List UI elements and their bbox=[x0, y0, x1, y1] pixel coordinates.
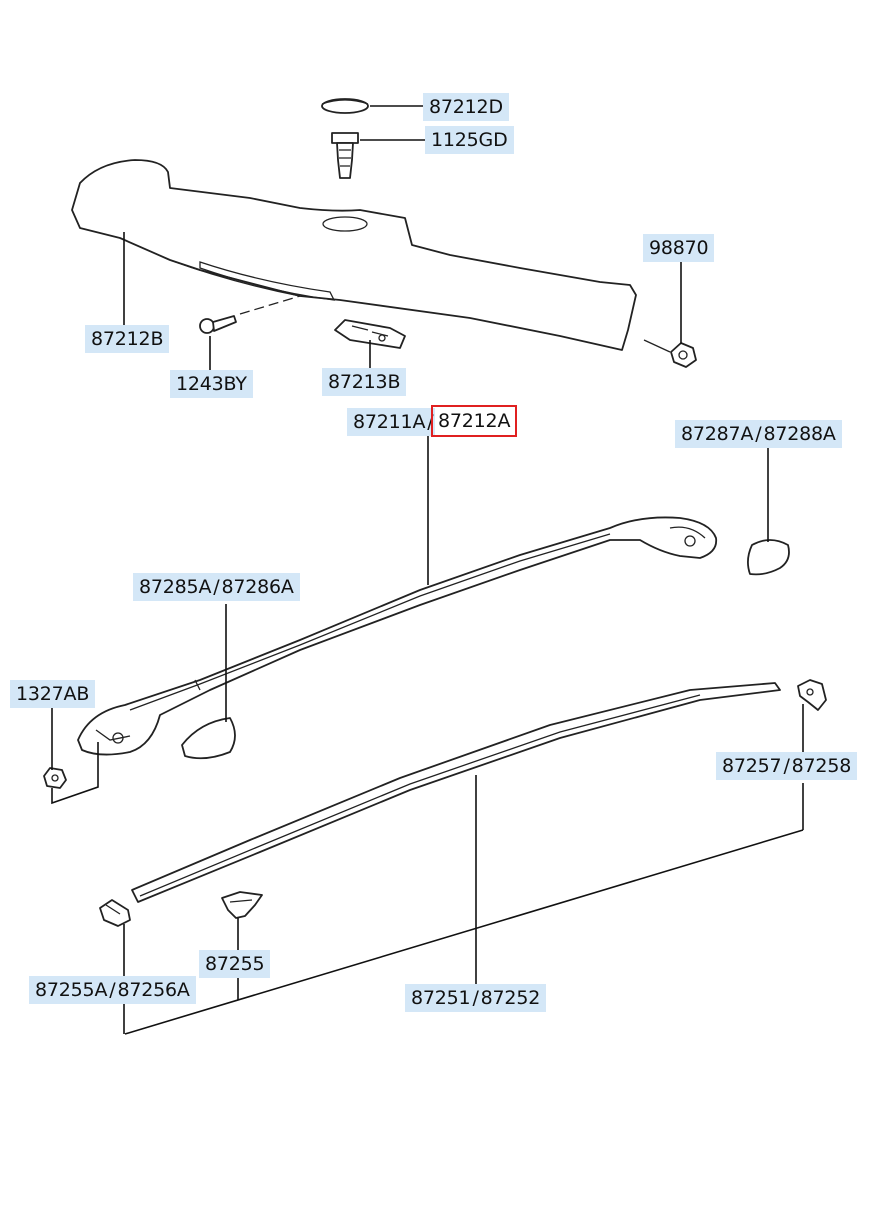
label-separator: / bbox=[109, 979, 116, 1001]
label-separator: / bbox=[427, 411, 434, 433]
label-87252: 87252 bbox=[480, 987, 541, 1009]
label-separator: / bbox=[472, 987, 479, 1009]
label-87255A: 87255A bbox=[35, 979, 108, 1001]
cap-87212D bbox=[321, 98, 369, 114]
nut-1327AB bbox=[43, 767, 67, 789]
bolt-1125GD bbox=[331, 132, 359, 179]
label-87287A-87288A: 87287A/87288A bbox=[675, 420, 842, 448]
clip-87257 bbox=[797, 679, 827, 711]
leader-lines bbox=[51, 105, 804, 1035]
label-87211A: 87211A bbox=[353, 411, 426, 433]
label-separator: / bbox=[783, 755, 790, 777]
label-87258: 87258 bbox=[791, 755, 852, 777]
label-87257: 87257 bbox=[722, 755, 782, 777]
label-87255A-87256A: 87255A/87256A bbox=[29, 976, 196, 1004]
end-cover-87287A bbox=[747, 539, 790, 576]
clip-87255A bbox=[99, 899, 131, 927]
label-87257-87258: 87257/87258 bbox=[716, 752, 858, 780]
label-87213B: 87213B bbox=[322, 368, 407, 396]
label-87286A: 87286A bbox=[221, 576, 294, 598]
bracket-87213B bbox=[334, 319, 406, 349]
label-87212A-highlighted[interactable]: 87212A bbox=[430, 405, 518, 437]
label-separator: / bbox=[755, 423, 762, 445]
label-87285A: 87285A bbox=[139, 576, 212, 598]
nut-98870 bbox=[643, 339, 697, 368]
label-87255: 87255 bbox=[199, 950, 271, 978]
roof-rail-87211A bbox=[77, 516, 718, 756]
label-87212B: 87212B bbox=[85, 325, 170, 353]
moulding-87251 bbox=[131, 682, 781, 903]
label-98870: 98870 bbox=[643, 234, 715, 262]
label-1243BY: 1243BY bbox=[170, 370, 253, 398]
label-87288A: 87288A bbox=[763, 423, 836, 445]
label-87212D: 87212D bbox=[423, 93, 509, 121]
label-87256A: 87256A bbox=[117, 979, 190, 1001]
label-87287A: 87287A bbox=[681, 423, 754, 445]
end-cover-87285A bbox=[181, 717, 236, 760]
label-87285A-87286A: 87285A/87286A bbox=[133, 573, 300, 601]
label-87211A-87212A: 87211A/ bbox=[347, 408, 436, 436]
trim-panel-87212B bbox=[71, 159, 637, 351]
label-1125GD: 1125GD bbox=[425, 126, 514, 154]
label-87251: 87251 bbox=[411, 987, 471, 1009]
clip-87255 bbox=[221, 891, 263, 919]
label-1327AB: 1327AB bbox=[10, 680, 96, 708]
screw-1243BY bbox=[199, 295, 301, 334]
label-87251-87252: 87251/87252 bbox=[405, 984, 547, 1012]
label-separator: / bbox=[213, 576, 220, 598]
